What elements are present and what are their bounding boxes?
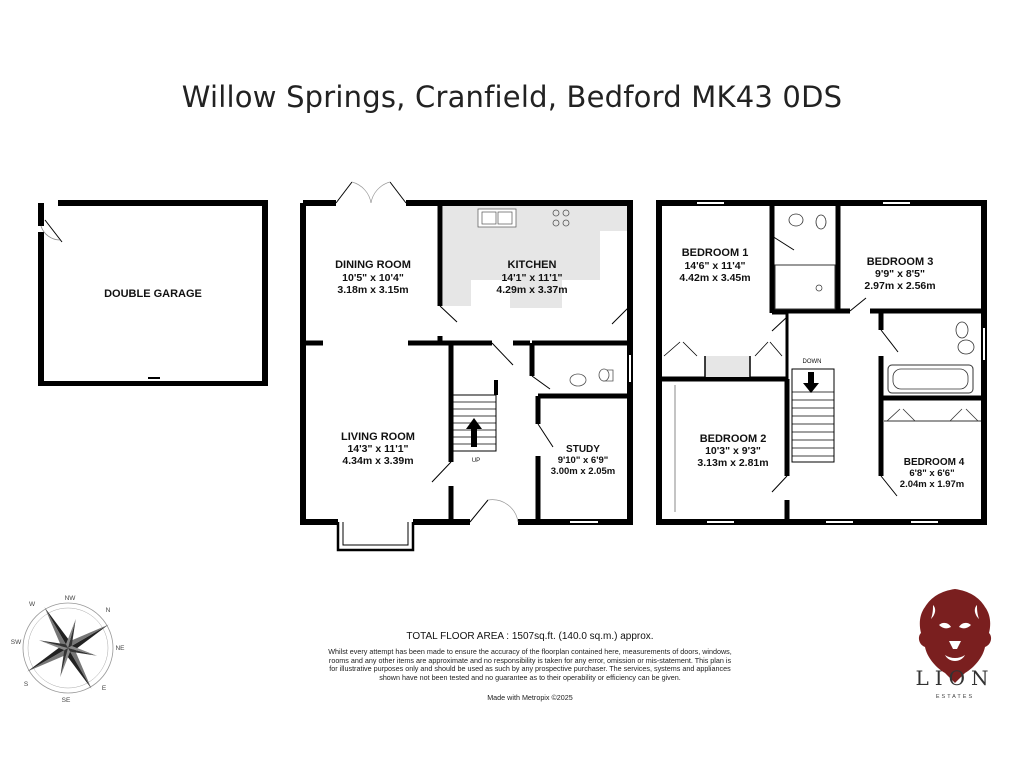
garage-label: DOUBLE GARAGE bbox=[104, 288, 202, 300]
compass-ne-label: NE bbox=[115, 645, 125, 652]
bedroom-2-metric: 3.13m x 2.81m bbox=[697, 457, 768, 469]
brand-name: LION bbox=[915, 666, 995, 690]
lion-logo-icon bbox=[918, 589, 992, 683]
bedroom-4-metric: 2.04m x 1.97m bbox=[900, 479, 964, 490]
compass-w-label: W bbox=[29, 601, 36, 608]
bedroom-1-imperial: 14'6" x 11'4" bbox=[684, 260, 745, 272]
bedroom-1-metric: 4.42m x 3.45m bbox=[679, 272, 750, 284]
brand-subtitle: ESTATES bbox=[935, 694, 975, 700]
stairs-down-label: DOWN bbox=[803, 359, 822, 365]
living-room-imperial: 14'3" x 11'1" bbox=[347, 443, 408, 455]
kitchen-imperial: 14'1" x 11'1" bbox=[501, 272, 562, 284]
bedroom-4-imperial: 6'8" x 6'6" bbox=[909, 468, 954, 479]
study-metric: 3.00m x 2.05m bbox=[551, 466, 615, 477]
double-garage: DOUBLE GARAGE bbox=[38, 200, 268, 386]
total-floor-area: TOTAL FLOOR AREA : 1507sq.ft. (140.0 sq.… bbox=[406, 631, 654, 642]
bedroom-2-label: BEDROOM 2 bbox=[700, 433, 767, 445]
floorplan-title: Willow Springs, Cranfield, Bedford MK43 … bbox=[181, 80, 843, 114]
kitchen-metric: 4.29m x 3.37m bbox=[496, 284, 567, 296]
made-with-credit: Made with Metropix ©2025 bbox=[487, 693, 573, 702]
ground-floor: UP DINING ROOM 10'5" x 10' bbox=[300, 181, 633, 552]
compass-se-label: SE bbox=[62, 697, 71, 704]
bedroom-4-label: BEDROOM 4 bbox=[904, 457, 965, 468]
dining-room-label: DINING ROOM bbox=[335, 259, 411, 271]
living-room-label: LIVING ROOM bbox=[341, 431, 415, 443]
compass-n-label: N bbox=[106, 607, 111, 614]
compass-e-label: E bbox=[102, 685, 107, 692]
dining-room-imperial: 10'5" x 10'4" bbox=[342, 272, 404, 284]
dining-room-metric: 3.18m x 3.15m bbox=[337, 284, 408, 296]
compass-rose: N NE E SE S SW W NW bbox=[11, 595, 125, 704]
study-imperial: 9'10" x 6'9" bbox=[558, 455, 609, 466]
first-floor: DOWN BEDROOM 1 14'6" x 11'4" 4.42m x 3.4… bbox=[656, 200, 987, 525]
kitchen-label: KITCHEN bbox=[508, 259, 557, 271]
compass-sw-label: SW bbox=[11, 639, 22, 646]
stairs-up-label: UP bbox=[472, 458, 480, 464]
compass-nw-label: NW bbox=[65, 595, 77, 602]
bedroom-3-imperial: 9'9" x 8'5" bbox=[875, 268, 925, 280]
bedroom-1-label: BEDROOM 1 bbox=[682, 247, 749, 259]
bedroom-3-metric: 2.97m x 2.56m bbox=[864, 280, 935, 292]
living-room-metric: 4.34m x 3.39m bbox=[342, 455, 413, 467]
compass-s-label: S bbox=[24, 681, 29, 688]
disclaimer-text: Whilst every attempt has been made to en… bbox=[328, 647, 732, 682]
bedroom-3-label: BEDROOM 3 bbox=[867, 256, 934, 268]
bedroom-2-imperial: 10'3" x 9'3" bbox=[705, 445, 761, 457]
study-label: STUDY bbox=[566, 444, 600, 455]
